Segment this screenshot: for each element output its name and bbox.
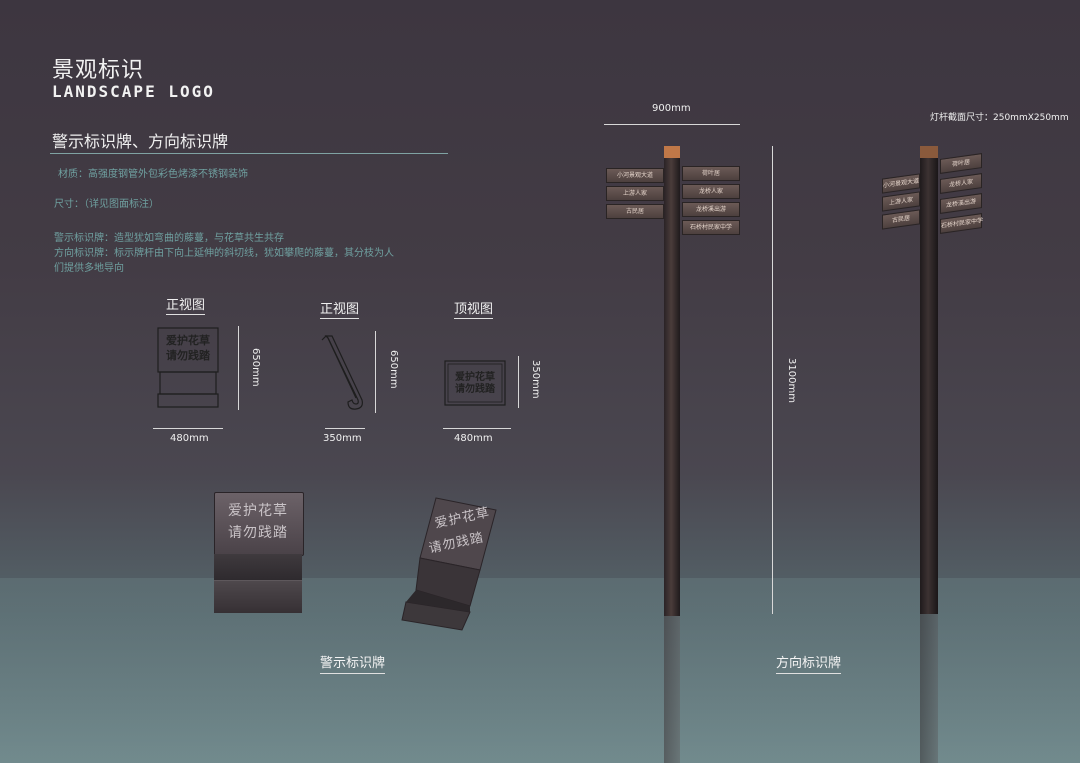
top-view-text-1: 爱护花草 <box>455 372 495 383</box>
direction-post-cap <box>664 146 680 158</box>
section-divider <box>50 153 448 154</box>
warning-sign-body <box>214 554 302 580</box>
post-width-dim-line <box>604 124 740 125</box>
post2-blade-right-1: 荷叶居 <box>940 153 982 174</box>
side-view-drawing <box>321 335 363 410</box>
top-view-drawing: 爱护花草 请勿践踏 <box>444 360 506 406</box>
front-view-title: 正视图 <box>166 294 206 315</box>
warning-sign-base <box>214 580 302 613</box>
top-width-dim-line <box>443 428 511 429</box>
top-view-outline <box>444 360 506 406</box>
front-height-dim: 650mm <box>250 348 261 387</box>
warning-sign-text-2: 请勿践踏 <box>228 525 288 541</box>
warning-sign-panel <box>214 492 304 556</box>
floor-reflection <box>0 578 1080 763</box>
post2-blade-left-2: 上游人家 <box>882 191 920 212</box>
desc-direction-2: 们提供多地导向 <box>54 263 124 274</box>
warning-sign-render-angled <box>401 497 497 631</box>
side-height-dim-line <box>375 331 376 413</box>
top-width-dim: 480mm <box>454 433 493 444</box>
post-blade-right-3: 龙桥溪出游 <box>682 202 740 217</box>
direction-post-pole <box>664 146 680 616</box>
post-height-dim-line <box>772 146 773 614</box>
post-blade-left-1: 小河景观大道 <box>606 168 664 183</box>
post-blade-right-2: 龙桥人家 <box>682 184 740 199</box>
front-view-outline <box>157 327 219 408</box>
direction-post-2-cap <box>920 146 938 158</box>
page-title: 景观标识 <box>52 58 145 83</box>
front-width-dim-line <box>153 428 223 429</box>
warning-sign-caption: 警示标识牌 <box>320 652 386 674</box>
post2-blade-right-3: 龙桥溪出游 <box>940 193 982 214</box>
side-width-dim: 350mm <box>323 433 362 444</box>
top-height-dim: 350mm <box>530 360 541 399</box>
side-width-dim-line <box>325 428 365 429</box>
top-view-text-2: 请勿践踏 <box>455 384 495 395</box>
desc-direction-1: 方向标识牌：标示牌杆由下向上延伸的斜切线，犹如攀爬的藤蔓，其分枝为人 <box>54 248 394 259</box>
warning-sign-text-1: 爱护花草 <box>228 503 288 519</box>
post-blade-left-3: 古民居 <box>606 204 664 219</box>
material-text: 材质：高强度钢管外包彩色烤漆不锈钢装饰 <box>58 169 248 180</box>
post-blade-right-4: 石桥村民家中学 <box>682 220 740 235</box>
top-height-dim-line <box>518 356 519 408</box>
front-width-dim: 480mm <box>170 433 209 444</box>
desc-warning: 警示标识牌：造型犹如弯曲的藤蔓，与花草共生共存 <box>54 233 284 244</box>
top-view-title: 顶视图 <box>454 298 494 319</box>
direction-post-2-pole <box>920 146 938 614</box>
side-view-title: 正视图 <box>320 298 360 319</box>
page-subtitle: LANDSCAPE LOGO <box>52 82 215 101</box>
post-blade-right-1: 荷叶居 <box>682 166 740 181</box>
post-section-spec: 灯杆截面尺寸：250mmX250mm <box>930 113 1069 123</box>
direction-post-2-reflection <box>920 614 938 763</box>
description: 警示标识牌：造型犹如弯曲的藤蔓，与花草共生共存 方向标识牌：标示牌杆由下向上延伸… <box>54 231 454 276</box>
post-width-dim: 900mm <box>652 103 691 114</box>
direction-sign-caption: 方向标识牌 <box>776 652 842 674</box>
front-height-dim-line <box>238 326 239 410</box>
post2-blade-right-4: 石桥村民家中学 <box>940 213 983 234</box>
size-text: 尺寸：（详见图面标注） <box>54 199 159 210</box>
front-view-text-2: 请勿践踏 <box>166 349 210 362</box>
front-view-drawing: 爱护花草 请勿践踏 <box>157 326 219 408</box>
section-title: 警示标识牌、方向标识牌 <box>52 132 229 151</box>
direction-post-reflection <box>664 616 680 763</box>
post-height-dim: 3100mm <box>786 358 797 403</box>
post2-blade-left-1: 小河景观大道 <box>882 173 920 194</box>
side-height-dim: 650mm <box>388 350 399 389</box>
post-blade-left-2: 上游人家 <box>606 186 664 201</box>
front-view-text-1: 爱护花草 <box>166 334 210 347</box>
post2-blade-right-2: 龙桥人家 <box>940 173 982 194</box>
warning-sign-render-front: 爱护花草 请勿践踏 <box>214 492 304 613</box>
post2-blade-left-3: 古民居 <box>882 209 920 230</box>
